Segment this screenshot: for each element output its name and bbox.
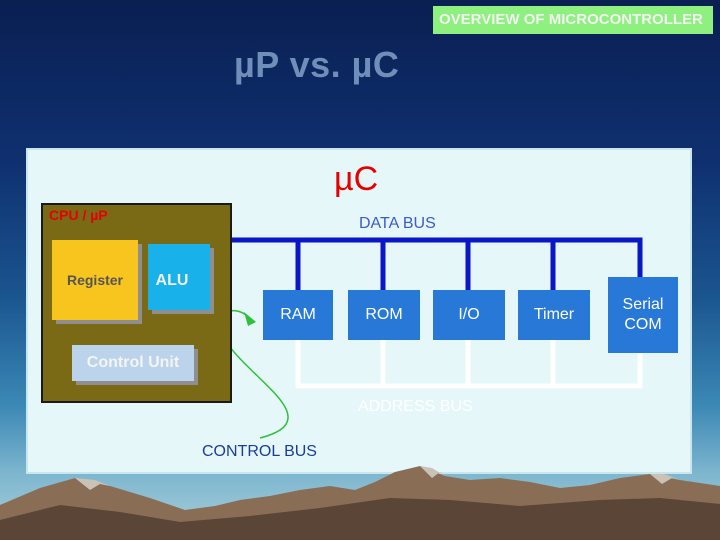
- rom-block: ROM: [348, 290, 420, 340]
- register-block: Register: [52, 240, 138, 320]
- ram-label: RAM: [280, 305, 316, 325]
- io-block: I/O: [433, 290, 505, 340]
- ram-block: RAM: [263, 290, 333, 340]
- control-unit-label: Control Unit: [87, 354, 179, 372]
- address-bus-label: ADDRESS BUS: [358, 398, 473, 416]
- data-bus-label: DATA BUS: [359, 215, 436, 233]
- control-bus-label: CONTROL BUS: [202, 443, 317, 461]
- cpu-label: CPU / µP: [49, 207, 108, 223]
- rom-label: ROM: [365, 305, 402, 325]
- serial-com-block: Serial COM: [608, 277, 678, 353]
- register-label: Register: [67, 272, 123, 288]
- serial-com-label: Serial COM: [608, 295, 678, 335]
- address-bus-lines: [298, 340, 640, 386]
- alu-block: ALU: [148, 244, 210, 310]
- io-label: I/O: [458, 305, 479, 325]
- mountain-silhouette-icon: [0, 466, 720, 540]
- timer-block: Timer: [518, 290, 590, 340]
- alu-label: ALU: [156, 272, 189, 290]
- panel-title: µC: [334, 160, 378, 199]
- timer-label: Timer: [534, 305, 574, 325]
- control-unit-block: Control Unit: [72, 345, 194, 381]
